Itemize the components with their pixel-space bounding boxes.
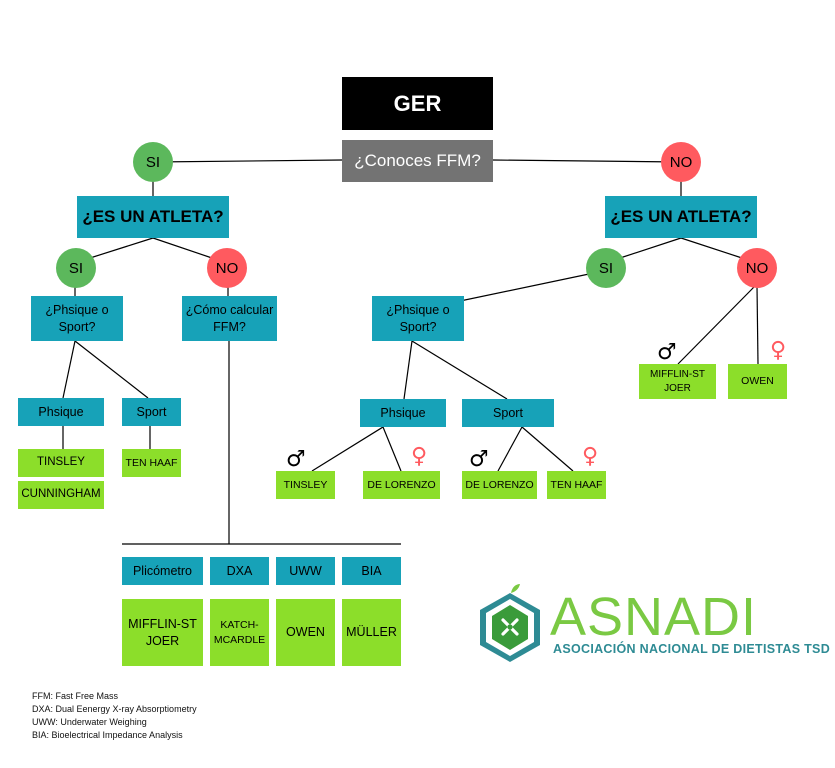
phsique-or-sport-box-right: ¿Phsique o Sport?	[372, 296, 464, 341]
equation-muller: MÜLLER	[342, 599, 401, 666]
legend-item: UWW: Underwater Weighing	[32, 717, 147, 727]
legend-item: BIA: Bioelectrical Impedance Analysis	[32, 730, 183, 740]
female-symbol-icon: ♀	[411, 444, 428, 469]
phsique-or-sport-box: ¿Phsique o Sport?	[31, 296, 123, 341]
athlete-question-box-right: ¿ES UN ATLETA?	[605, 196, 757, 238]
ten-haaf-box: TEN HAAF	[122, 449, 181, 477]
phsique-box: Phsique	[18, 398, 104, 426]
non-athlete-male-mifflin: MIFFLIN-ST JOER	[639, 364, 716, 399]
legend-item: DXA: Dual Eenergy X-ray Absorptiometry	[32, 704, 197, 714]
non-athlete-female-owen: OWEN	[728, 364, 787, 399]
athlete-yes-circle-right: SI	[586, 248, 626, 288]
method-plicometro: Plicómetro	[122, 557, 203, 585]
sport-box-right: Sport	[462, 399, 554, 427]
how-calculate-ffm-box: ¿Cómo calcular FFM?	[182, 296, 277, 341]
question-box: ¿Conoces FFM?	[342, 140, 493, 182]
phsique-box-right: Phsique	[360, 399, 446, 427]
phsique-male-tinsley: TINSLEY	[276, 471, 335, 499]
athlete-no-circle: NO	[207, 248, 247, 288]
method-bia: BIA	[342, 557, 401, 585]
equation-owen: OWEN	[276, 599, 335, 666]
athlete-question-box: ¿ES UN ATLETA?	[77, 196, 229, 238]
phsique-female-de-lorenzo: DE LORENZO	[363, 471, 440, 499]
equation-mifflin: MIFFLIN-ST JOER	[122, 599, 203, 666]
yes-circle: SI	[133, 142, 173, 182]
sport-box: Sport	[122, 398, 181, 426]
male-symbol-icon: ♂	[657, 340, 677, 365]
male-symbol-icon: ♂	[286, 447, 306, 472]
title-box: GER	[342, 77, 493, 130]
female-symbol-icon: ♀	[770, 338, 787, 363]
legend-item: FFM: Fast Free Mass	[32, 691, 119, 701]
athlete-no-circle-right: NO	[737, 248, 777, 288]
method-uww: UWW	[276, 557, 335, 585]
tinsley-box: TINSLEY	[18, 449, 104, 477]
asnadi-logo-icon	[480, 584, 540, 662]
cunningham-box: CUNNINGHAM	[18, 481, 104, 509]
male-symbol-icon: ♂	[469, 447, 489, 472]
abbreviation-legend: FFM: Fast Free Mass DXA: Dual Eenergy X-…	[32, 690, 197, 742]
equation-katch: KATCH-MCARDLE	[210, 599, 269, 666]
asnadi-logo-text: ASNADI	[550, 587, 758, 647]
method-dxa: DXA	[210, 557, 269, 585]
female-symbol-icon: ♀	[582, 444, 599, 469]
no-circle: NO	[661, 142, 701, 182]
sport-female-ten-haaf: TEN HAAF	[547, 471, 606, 499]
asnadi-logo-subtitle: ASOCIACIÓN NACIONAL DE DIETISTAS TSD	[553, 642, 831, 656]
sport-male-de-lorenzo: DE LORENZO	[462, 471, 537, 499]
athlete-yes-circle: SI	[56, 248, 96, 288]
